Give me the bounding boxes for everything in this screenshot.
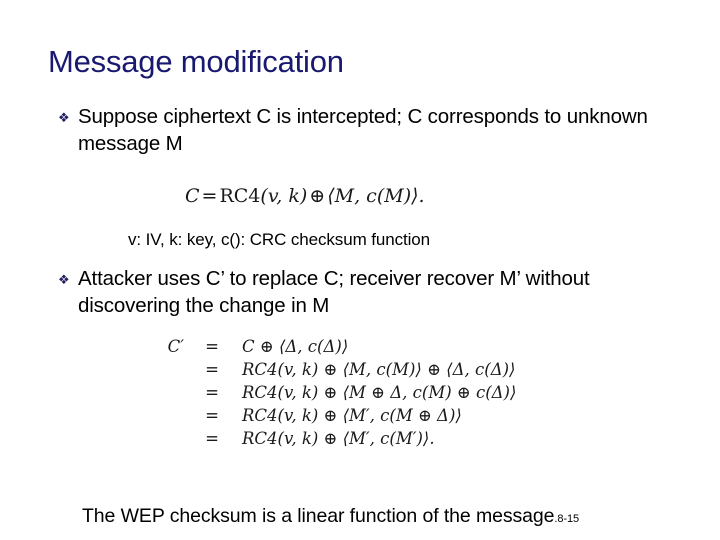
derivation-row: = RC4(v, k) ⊕ ⟨M ⊕ Δ, c(M) ⊕ c(Δ)⟩ <box>138 383 516 406</box>
derivation-equals: = <box>205 360 219 379</box>
derivation-equals: = <box>205 337 219 356</box>
derivation-row: C′ = C ⊕ ⟨Δ, c(Δ)⟩ <box>138 337 516 360</box>
derivation-rhs: C ⊕ ⟨Δ, c(Δ)⟩ <box>242 337 349 356</box>
derivation-lhs: C′ <box>167 337 184 356</box>
equation-xor-icon: ⊕ <box>309 185 326 207</box>
main-equation: C=RC4(v, k)⊕⟨M, c(M)⟩. <box>185 183 425 209</box>
bullet-diamond-icon: ❖ <box>58 110 70 125</box>
equation-equals: = <box>201 185 218 207</box>
bullet-item-2-text: Attacker uses C’ to replace C; receiver … <box>78 267 590 317</box>
bullet-diamond-icon: ❖ <box>58 272 70 287</box>
derivation-block: C′ = C ⊕ ⟨Δ, c(Δ)⟩ = RC4(v, k) ⊕ ⟨M, c(M… <box>138 337 517 452</box>
equation-rc4-args: (v, k) <box>260 185 308 207</box>
equation-rc4-label: RC4 <box>219 185 261 207</box>
derivation-rhs: RC4(v, k) ⊕ ⟨M ⊕ Δ, c(M) ⊕ c(Δ)⟩ <box>242 383 517 402</box>
derivation-equals: = <box>205 383 219 402</box>
derivation-equals: = <box>205 429 219 448</box>
footer-note-text: The WEP checksum is a linear function of… <box>82 505 555 527</box>
derivation-row: = RC4(v, k) ⊕ ⟨M′, c(M ⊕ Δ)⟩ <box>138 406 516 429</box>
page-number: .8-15 <box>554 513 579 525</box>
derivation-rhs: RC4(v, k) ⊕ ⟨M, c(M)⟩ ⊕ ⟨Δ, c(Δ)⟩ <box>242 360 516 379</box>
bullet-item-1-text: Suppose ciphertext C is intercepted; C c… <box>78 105 648 155</box>
bullet-item-2: ❖ Attacker uses C’ to replace C; receive… <box>58 265 683 319</box>
bullet-item-1: ❖ Suppose ciphertext C is intercepted; C… <box>58 103 668 157</box>
derivation-equals: = <box>205 406 219 425</box>
derivation-row: = RC4(v, k) ⊕ ⟨M, c(M)⟩ ⊕ ⟨Δ, c(Δ)⟩ <box>138 360 516 383</box>
derivation-rhs: RC4(v, k) ⊕ ⟨M′, c(M′)⟩. <box>242 429 435 448</box>
page-title: Message modification <box>48 44 344 79</box>
derivation-row: = RC4(v, k) ⊕ ⟨M′, c(M′)⟩. <box>138 429 516 452</box>
symbol-legend: v: IV, k: key, c(): CRC checksum functio… <box>128 230 430 249</box>
derivation-rhs: RC4(v, k) ⊕ ⟨M′, c(M ⊕ Δ)⟩ <box>242 406 462 425</box>
equation-lhs: C <box>185 185 200 207</box>
footer-note: The WEP checksum is a linear function of… <box>82 503 579 532</box>
equation-tuple: ⟨M, c(M)⟩. <box>327 185 425 207</box>
